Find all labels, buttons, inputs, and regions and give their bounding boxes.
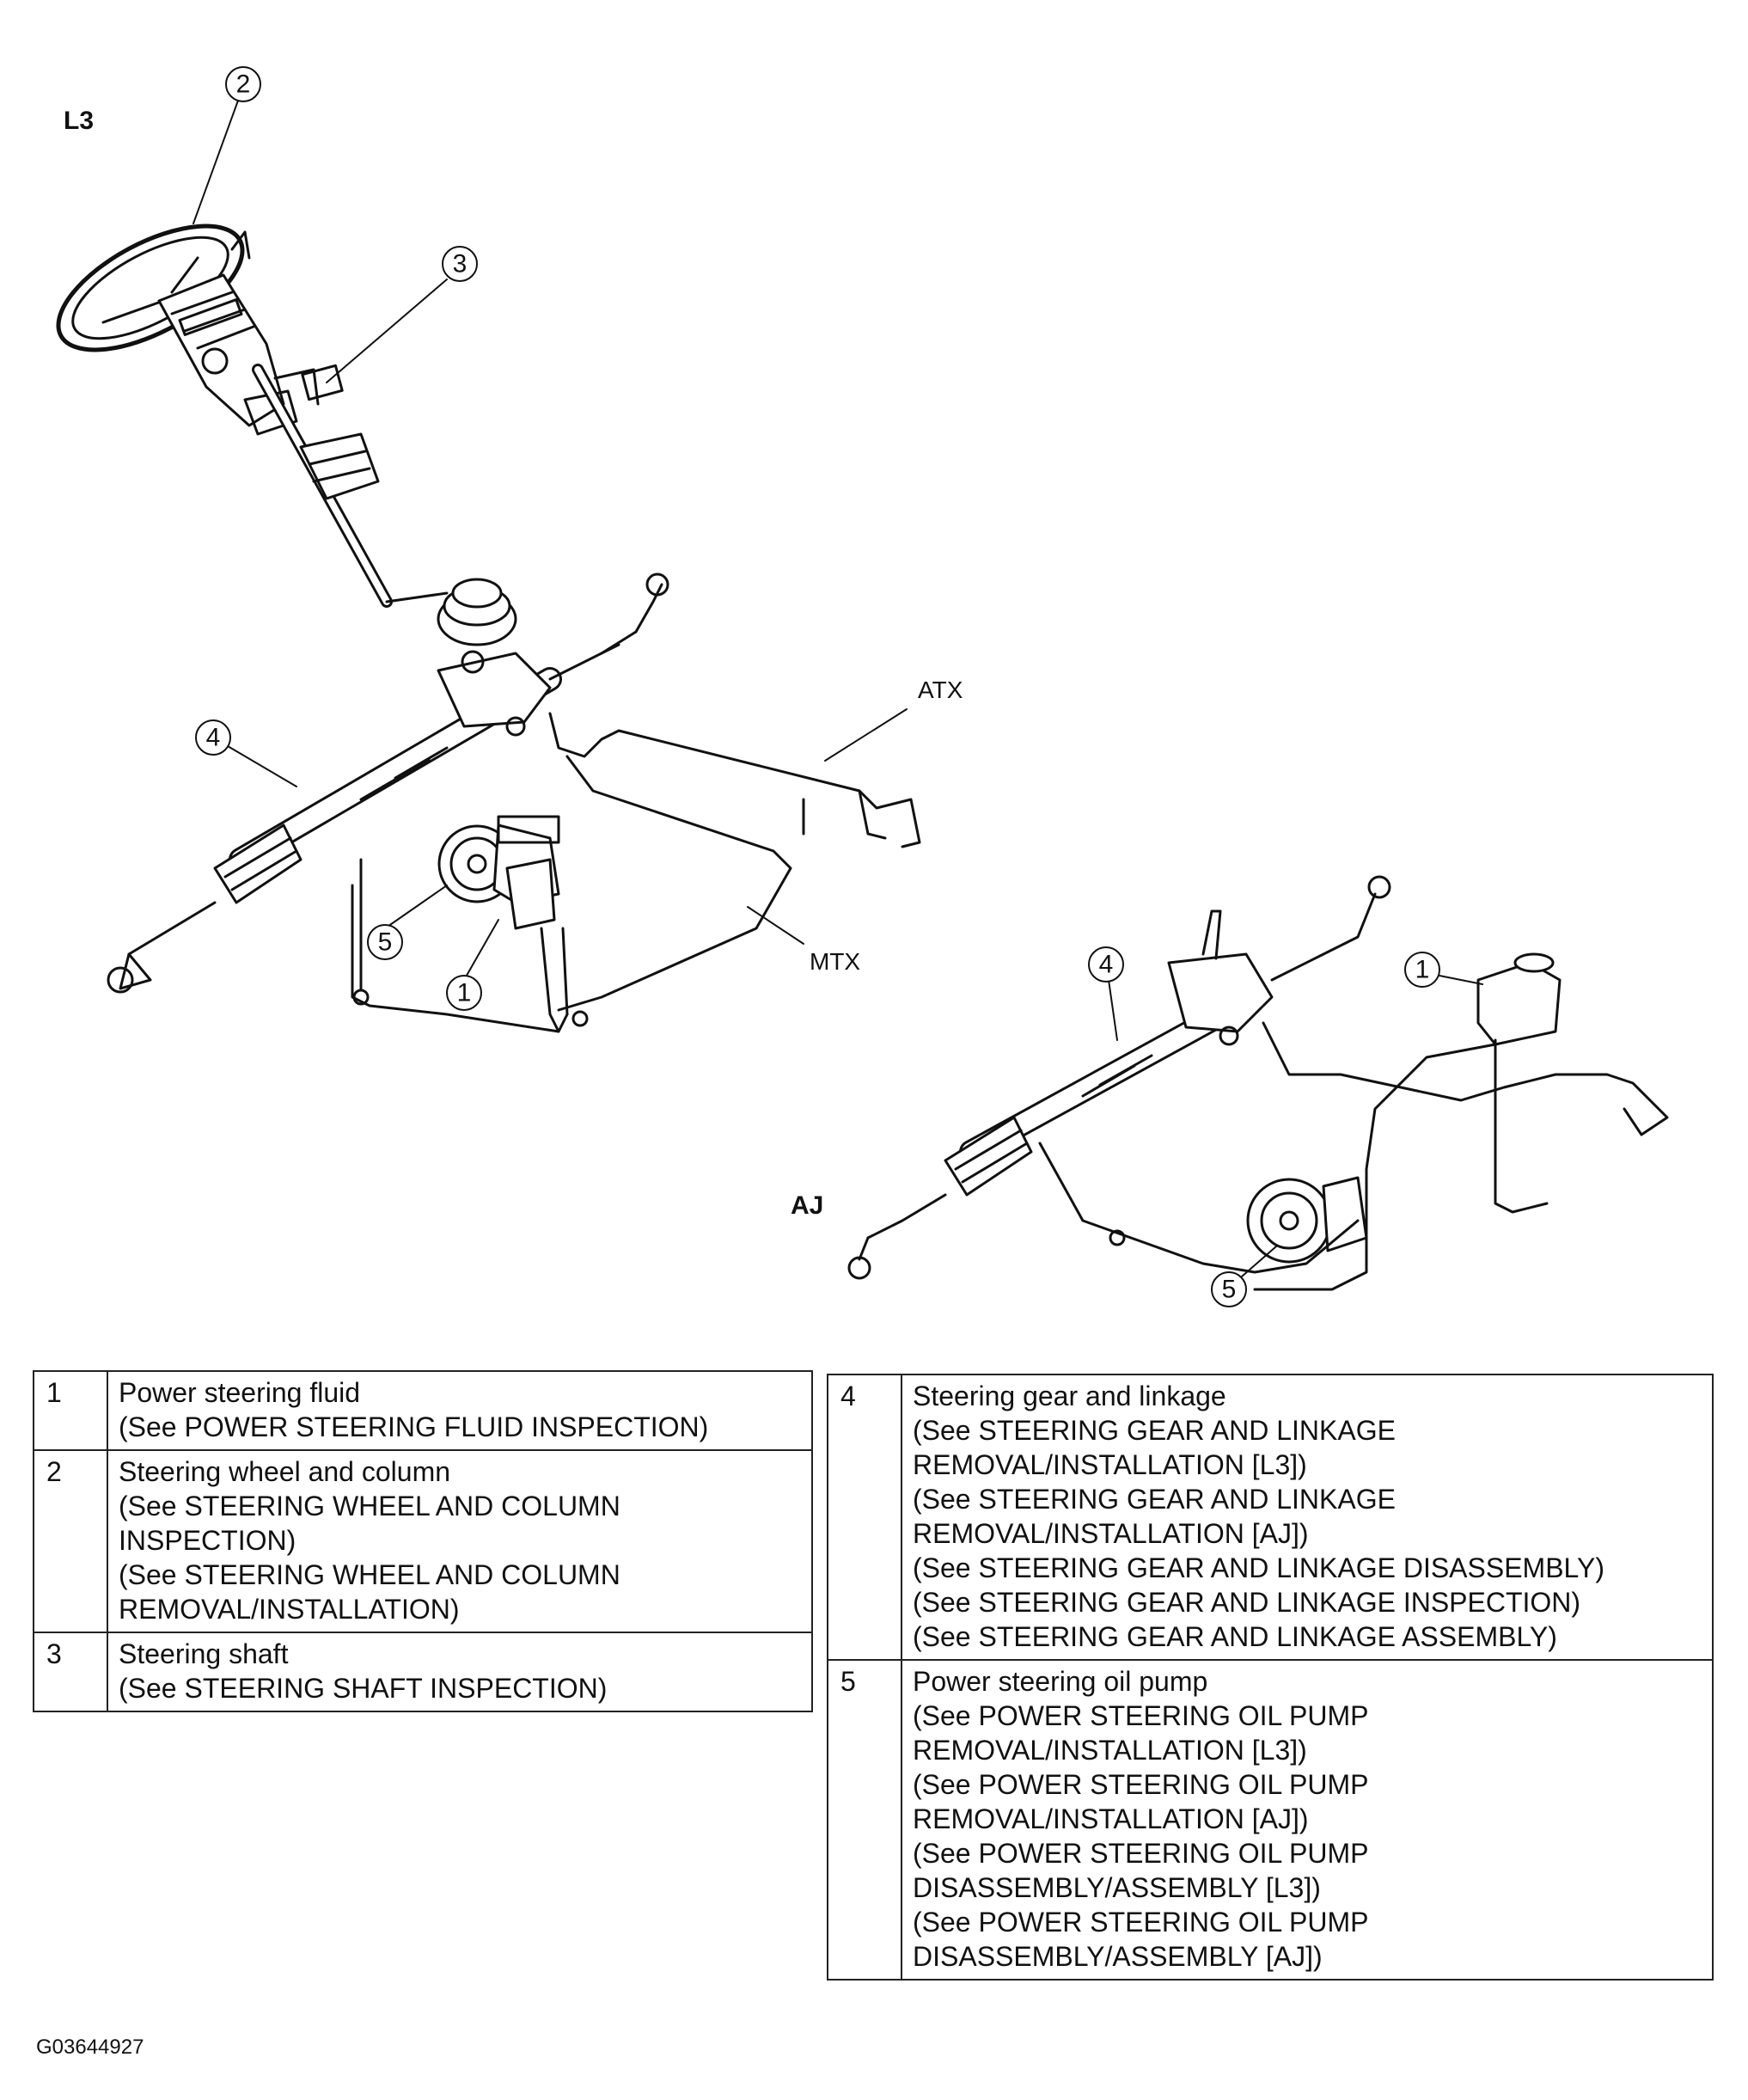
diagram-drawing: 2 3 4 5 1 4 1 5 ATX MTX [56, 66, 1669, 1307]
legend-item-description: Steering shaft (See STEERING SHAFT INSPEC… [107, 1632, 813, 1712]
legend-line: (See POWER STEERING FLUID INSPECTION) [119, 1411, 709, 1442]
legend-line: (See POWER STEERING OIL PUMP [913, 1907, 1369, 1938]
callout-number-2: 2 [236, 70, 251, 99]
legend-line: REMOVAL/INSTALLATION [AJ]) [913, 1518, 1309, 1549]
legend-item-number: 4 [827, 1374, 902, 1661]
legend-row-2: 2 Steering wheel and column (See STEERING … [33, 1449, 813, 1633]
callout-mtx: MTX [810, 948, 860, 975]
legend-item-number: 3 [33, 1632, 108, 1712]
legend-line: (See STEERING GEAR AND LINKAGE INSPECTIO… [913, 1587, 1581, 1618]
legend-line: Power steering oil pump [913, 1666, 1208, 1697]
legend-line: (See STEERING WHEEL AND COLUMN [119, 1559, 620, 1590]
legend-line: DISASSEMBLY/ASSEMBLY [AJ]) [913, 1941, 1323, 1972]
legend-item-number: 2 [33, 1449, 108, 1633]
callout-number-1-aj: 1 [1415, 956, 1430, 984]
legend-line: Power steering fluid [119, 1377, 361, 1408]
legend-line: (See STEERING WHEEL AND COLUMN [119, 1491, 620, 1521]
l3-hoses [351, 712, 921, 1033]
l3-pump-and-fluid [437, 815, 560, 930]
legend-line: (See STEERING GEAR AND LINKAGE [913, 1415, 1396, 1446]
legend-line: DISASSEMBLY/ASSEMBLY [L3]) [913, 1872, 1321, 1903]
legend-line: Steering shaft [119, 1638, 289, 1669]
callout-number-5-aj: 5 [1222, 1276, 1237, 1304]
callout-number-4-aj: 4 [1099, 951, 1114, 979]
legend-line: (See POWER STEERING OIL PUMP [913, 1700, 1369, 1731]
steering-system-diagram: L3 AJ [56, 66, 1669, 1307]
callout-atx: ATX [918, 677, 963, 703]
legend-line: Steering gear and linkage [913, 1381, 1226, 1411]
legend-line: (See STEERING GEAR AND LINKAGE DISASSEMB… [913, 1552, 1604, 1583]
legend-table-right: 4 Steering gear and linkage (See STEERING … [827, 1374, 1714, 1981]
legend-item-number: 5 [827, 1659, 902, 1981]
legend-item-description: Power steering oil pump(See POWER STEERI… [901, 1659, 1714, 1981]
callout-number-5-l3: 5 [378, 928, 393, 957]
aj-hoses [1038, 1021, 1669, 1291]
legend-line: REMOVAL/INSTALLATION) [119, 1594, 460, 1625]
legend-line: (See POWER STEERING OIL PUMP [913, 1769, 1369, 1800]
legend-line: Steering wheel and column [119, 1456, 451, 1487]
aj-steering-gear-and-linkage [847, 875, 1391, 1280]
legend-item-description: Steering gear and linkage (See STEERING G… [901, 1374, 1714, 1661]
l3-steering-gear-and-linkage [107, 572, 669, 994]
legend-item-number: 1 [33, 1370, 108, 1451]
legend-line: (See POWER STEERING OIL PUMP [913, 1838, 1369, 1869]
legend-row-3: 3 Steering shaft (See STEERING SHAFT INSPE… [33, 1632, 813, 1712]
variant-label-aj: AJ [791, 1191, 824, 1220]
legend-item-description: Steering wheel and column (See STEERING W… [107, 1449, 813, 1633]
aj-pump-and-fluid [1246, 952, 1562, 1264]
callout-number-3: 3 [453, 250, 468, 279]
callout-number-4-l3: 4 [206, 724, 221, 752]
legend-row-4: 4 Steering gear and linkage (See STEERING … [827, 1374, 1714, 1661]
legend-line: REMOVAL/INSTALLATION [AJ]) [913, 1803, 1309, 1834]
legend-item-description: Power steering fluid(See POWER STEERING … [107, 1370, 813, 1451]
callout-circles [195, 66, 1440, 1307]
legend-line: (See STEERING GEAR AND LINKAGE ASSEMBLY) [913, 1621, 1557, 1652]
legend-line: (See STEERING GEAR AND LINKAGE [913, 1484, 1396, 1515]
l3-steering-shaft [252, 364, 517, 646]
legend-line: (See STEERING SHAFT INSPECTION) [119, 1673, 608, 1704]
figure-code: G03644927 [36, 2036, 144, 2059]
callout-number-1-l3: 1 [457, 979, 472, 1007]
legend-line: REMOVAL/INSTALLATION [L3]) [913, 1449, 1307, 1480]
legend-line: INSPECTION) [119, 1525, 296, 1556]
variant-label-l3: L3 [64, 107, 95, 135]
legend-line: REMOVAL/INSTALLATION [L3]) [913, 1735, 1307, 1766]
callout-leaders [193, 100, 1483, 1277]
